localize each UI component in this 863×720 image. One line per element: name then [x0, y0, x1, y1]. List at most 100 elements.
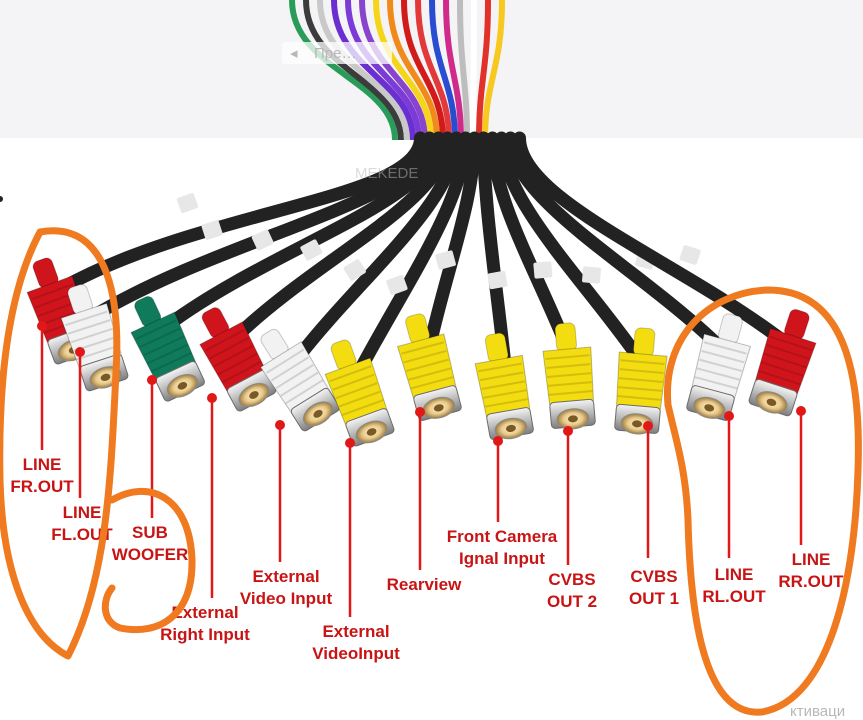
label-line: VideoInput — [312, 644, 400, 663]
marker-dot-cvbs-out-1 — [643, 421, 653, 431]
label-line: Ignal Input — [459, 549, 545, 568]
rca-plug-external-video-input — [259, 328, 340, 432]
label-line-rr-out: LINE RR.OUT — [778, 550, 844, 591]
label-line-rl-out: LINE RL.OUT — [702, 565, 766, 606]
marker-dot-external-videoinput — [345, 438, 355, 448]
label-line: CVBS — [548, 570, 595, 589]
cable-tag — [343, 259, 366, 281]
cable-tag — [176, 192, 199, 214]
cable-tag — [533, 261, 553, 279]
cable-tag — [679, 245, 701, 265]
rca-plug-sub-woofer — [130, 296, 205, 402]
label-line: External — [252, 567, 319, 586]
marker-dot-line-fl-out — [75, 347, 85, 357]
label-line: FR.OUT — [10, 477, 74, 496]
marker-dot-line-rl-out — [724, 411, 734, 421]
harness-wire — [476, 0, 491, 141]
harness-wire — [303, 0, 404, 141]
overlay-icon: ◂ — [290, 45, 298, 62]
cable-tag — [251, 229, 274, 251]
harness-wire — [443, 0, 464, 141]
cable-tag — [487, 270, 508, 290]
cable-sub-woofer — [161, 131, 445, 332]
harness-wire — [331, 0, 416, 141]
rca-plug-line-rr-out — [748, 309, 817, 417]
rca-plugs — [26, 257, 817, 447]
harness-wire — [457, 0, 470, 141]
label-line: Front Camera — [447, 527, 558, 546]
label-line: CVBS — [630, 567, 677, 586]
cable-bundle — [55, 131, 789, 377]
harness-wire — [415, 0, 452, 141]
annotation-loop-left — [0, 227, 121, 660]
rca-plug-cvbs-out-2 — [542, 322, 596, 430]
marker-dot-front-camera-signal-input — [493, 436, 503, 446]
annotation-loop-subwoofer — [101, 487, 196, 634]
label-line: LINE — [63, 503, 102, 522]
wire-harness — [289, 0, 505, 141]
label-line-fr-out: LINE FR.OUT — [10, 455, 74, 496]
cable-external-video-input — [293, 131, 463, 362]
label-line: LINE — [715, 565, 754, 584]
label-line: Rearview — [387, 575, 462, 594]
label-line: External — [171, 603, 238, 622]
label-markers — [37, 321, 806, 617]
cable-tag — [300, 239, 323, 261]
cable-line-rl-out — [504, 131, 725, 352]
cable-tag — [386, 274, 408, 296]
watermark-corner: ктиваци — [790, 703, 845, 720]
label-line: External — [322, 622, 389, 641]
harness-wire — [345, 0, 422, 141]
label-line: OUT 1 — [629, 589, 679, 608]
cable-cvbs-out-1 — [495, 131, 647, 367]
top-photo-strip: ◂ Пре… — [0, 0, 863, 141]
label-line: RL.OUT — [702, 587, 766, 606]
harness-wire — [401, 0, 446, 141]
cable-line-fr-out — [55, 131, 427, 295]
harness-wire — [387, 0, 440, 141]
rca-plug-line-rl-out — [686, 313, 752, 421]
label-cvbs-out-1: CVBS OUT 1 — [629, 567, 679, 608]
cable-tag — [435, 250, 456, 270]
annotations — [0, 227, 862, 716]
label-line: SUB — [132, 523, 168, 542]
harness-wire — [317, 0, 410, 141]
rca-plug-external-videoinput — [324, 339, 395, 447]
label-line: Right Input — [160, 625, 250, 644]
harness-wire — [470, 0, 477, 141]
rca-plug-rearview — [396, 313, 462, 421]
marker-dot-sub-woofer — [147, 375, 157, 385]
label-rearview: Rearview — [387, 575, 462, 594]
overlay-tooltip: ◂ Пре… — [282, 42, 392, 64]
cable-external-videoinput — [353, 131, 472, 377]
label-line: LINE — [792, 550, 831, 569]
marker-dot-cvbs-out-2 — [563, 426, 573, 436]
marker-dot-rearview — [415, 407, 425, 417]
watermark-center: MEKEDE — [355, 165, 418, 182]
rca-plug-front-camera-signal-input — [474, 332, 534, 441]
cable-tag — [582, 266, 602, 284]
marker-dot-line-rr-out — [796, 406, 806, 416]
annotation-loop-right — [663, 286, 862, 716]
cable-tag — [201, 220, 223, 240]
harness-wire — [482, 0, 505, 141]
label-line: RR.OUT — [778, 572, 844, 591]
label-line-fl-out: LINE FL.OUT — [51, 503, 113, 544]
overlay-text: Пре… — [314, 45, 356, 62]
cable-line-rr-out — [513, 131, 789, 347]
cable-rearview — [423, 131, 481, 352]
harness-wire — [289, 0, 398, 141]
rca-plug-external-right-input — [199, 307, 277, 412]
marker-dot-line-fr-out — [37, 321, 47, 331]
harness-wire — [359, 0, 428, 141]
label-line: FL.OUT — [51, 525, 113, 544]
label-line: LINE — [23, 455, 62, 474]
harness-wire — [373, 0, 434, 141]
